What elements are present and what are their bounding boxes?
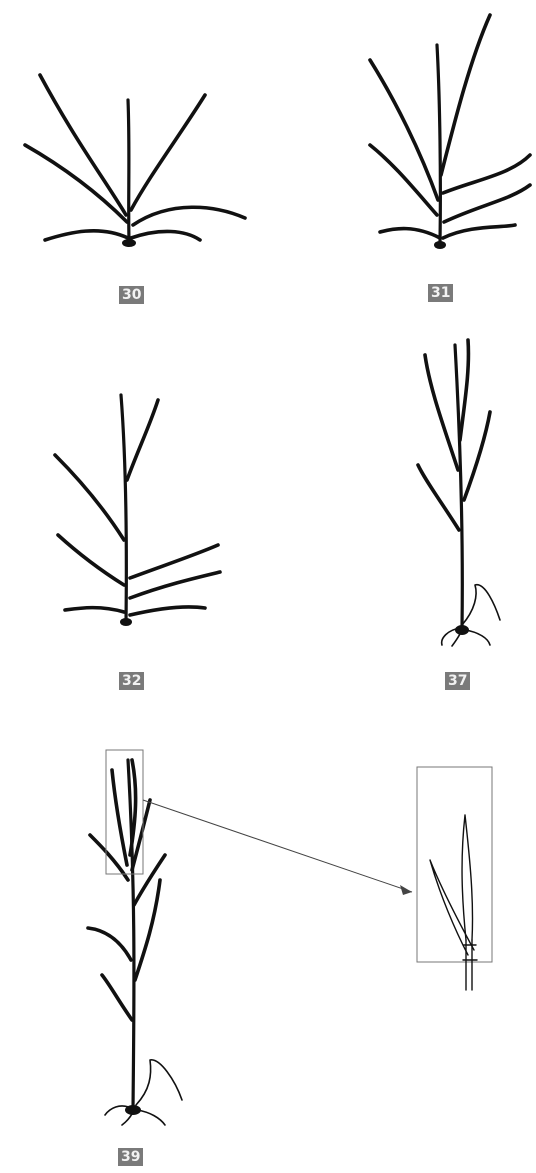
leaf — [443, 155, 530, 193]
leaf — [127, 400, 158, 480]
leaf — [441, 15, 490, 175]
leaf — [102, 975, 132, 1020]
zoom-arrow — [143, 800, 412, 895]
plant-stage-32 — [55, 395, 220, 626]
stage-label-39: 39 — [118, 1148, 143, 1166]
leaf — [425, 355, 458, 470]
plant-stage-31 — [370, 15, 530, 249]
root — [136, 1060, 182, 1105]
leaf — [443, 225, 515, 238]
leaf — [444, 185, 530, 222]
plant-stage-30 — [25, 75, 245, 247]
leaf — [370, 145, 437, 215]
leaf — [131, 231, 200, 240]
leaf — [464, 412, 490, 500]
leaf — [130, 545, 218, 578]
leaf — [58, 535, 124, 585]
leaf — [65, 608, 124, 612]
root — [462, 585, 500, 625]
stem — [121, 395, 126, 622]
plant-stage-39 — [88, 760, 182, 1125]
inset-stem — [466, 940, 472, 990]
stage-label-32: 32 — [119, 672, 144, 690]
stage-label-30: 30 — [119, 286, 144, 304]
root — [137, 1110, 165, 1125]
stage-label-31: 31 — [428, 284, 453, 302]
plant-base — [455, 625, 469, 635]
leaf — [133, 207, 245, 225]
inset-flag-leaf — [462, 815, 472, 940]
leaf — [380, 229, 440, 238]
leaf — [112, 770, 127, 865]
leaf — [460, 340, 468, 440]
detail-inset-frame — [417, 767, 492, 962]
plant-base — [125, 1105, 141, 1115]
leaf — [25, 145, 127, 222]
stem — [128, 760, 134, 1110]
stem — [455, 345, 462, 628]
leaf — [130, 607, 205, 615]
plant-base — [122, 239, 136, 247]
plant-base — [434, 241, 446, 249]
inset-leaf — [430, 860, 474, 955]
leaf — [418, 465, 459, 530]
leaf — [130, 572, 220, 598]
stage-label-37: 37 — [445, 672, 470, 690]
detail-inset-drawing — [430, 815, 477, 990]
stem — [128, 100, 129, 240]
root — [465, 630, 490, 645]
plant-base — [120, 618, 132, 626]
leaf — [55, 455, 124, 540]
plant-stage-37 — [418, 340, 500, 646]
leaf — [40, 75, 126, 215]
leaf — [88, 928, 131, 960]
leaf — [131, 95, 205, 210]
leaf — [45, 231, 128, 240]
inset-sheath — [463, 945, 477, 960]
